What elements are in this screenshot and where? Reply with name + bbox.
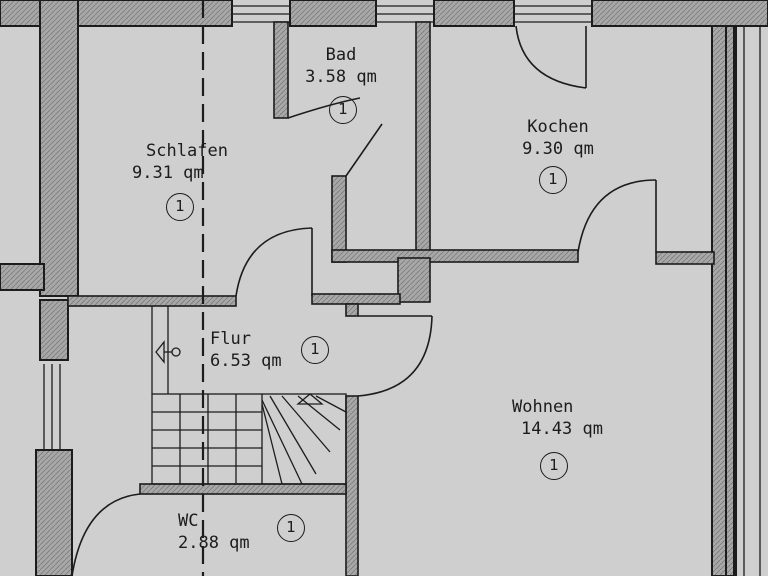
room-badge-flur: 1 [301, 336, 329, 364]
room-area-bad: 3.58 qm [305, 67, 377, 87]
room-name-wohnen: Wohnen [512, 397, 574, 417]
room-label-wc: WC 2.88 qm [178, 510, 278, 554]
staircase [151, 306, 347, 485]
room-badge-bad: 1 [329, 96, 357, 124]
room-area-flur: 6.53 qm [210, 351, 282, 371]
room-label-bad: Bad 3.58 qm [300, 44, 382, 88]
room-name-bad: Bad [325, 45, 357, 65]
room-name-kochen: Kochen [527, 117, 589, 137]
room-badge-schlafen: 1 [166, 193, 194, 221]
windows [43, 5, 761, 576]
room-label-flur: Flur 6.53 qm [210, 328, 302, 372]
room-area-schlafen: 9.31 qm [132, 163, 204, 183]
room-area-kochen: 9.30 qm [522, 139, 594, 159]
room-area-wohnen: 14.43 qm [521, 419, 603, 439]
room-area-wc: 2.88 qm [178, 533, 250, 553]
room-name-wc: WC [178, 511, 199, 531]
room-label-kochen: Kochen 9.30 qm [508, 116, 608, 160]
room-badge-wohnen: 1 [540, 452, 568, 480]
room-label-wohnen: Wohnen 14.43 qm [500, 396, 624, 440]
room-name-flur: Flur [210, 329, 251, 349]
room-label-schlafen: Schlafen 9.31 qm [128, 140, 246, 184]
room-badge-wc: 1 [277, 514, 305, 542]
door-swings [71, 25, 657, 576]
room-name-schlafen: Schlafen [146, 141, 228, 161]
interior-walls [67, 21, 715, 576]
room-badge-kochen: 1 [539, 166, 567, 194]
